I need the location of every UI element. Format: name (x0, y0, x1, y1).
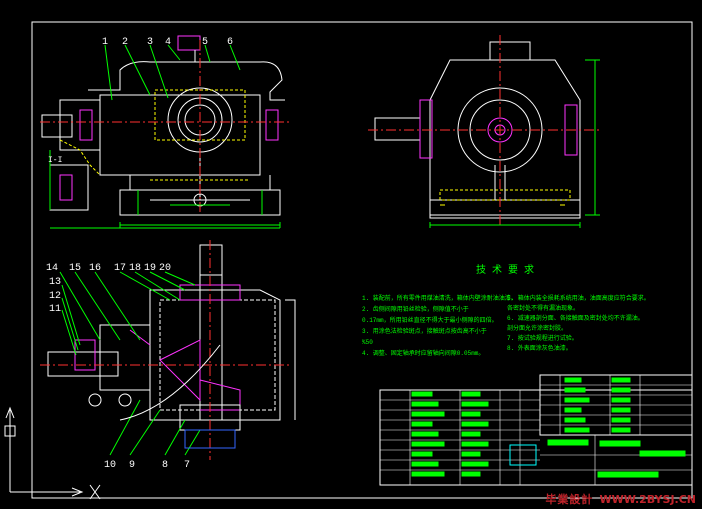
tech-line: 0.17mm，所用铅丝直径不得大于最小侧隙的四倍。 (362, 316, 498, 324)
balloon-number: 20 (159, 263, 171, 274)
title-block-cell (564, 427, 590, 433)
balloon-number: 19 (144, 263, 156, 274)
technical-requirements: 技 术 要 求 1. 装配前，所有零件用煤油清洗，箱体内壁涂耐油油漆。 2. 齿侧间… (362, 263, 650, 357)
balloon-number: 6 (227, 37, 233, 48)
title-block-cell (461, 451, 481, 457)
title-block-cell (564, 407, 582, 413)
title-block-cell (611, 417, 631, 423)
title-block-cell (564, 417, 586, 423)
balloon-number: 16 (89, 263, 101, 274)
title-block-cell (461, 471, 481, 477)
tech-line: 3. 用涂色法检验斑点，接触斑点按齿高不小于 (362, 327, 487, 335)
tech-line: 5. 箱体内装全损耗系统用油，油面高度应符合要求。 (507, 294, 650, 302)
title-block-cell (611, 407, 631, 413)
title-block-cell (461, 421, 489, 427)
title-block-cell (639, 450, 686, 457)
balloon-number: 12 (49, 291, 61, 302)
title-block-cell (411, 391, 433, 397)
balloon-number: 4 (165, 37, 171, 48)
tech-line: 6. 减速器剖分面、各接触面及密封处均不许漏油。 (507, 314, 644, 322)
balloon-number: 15 (69, 263, 81, 274)
side-view (368, 35, 600, 228)
title-block-cell (564, 377, 582, 383)
balloon-number: 2 (122, 37, 128, 48)
title-block-cell (411, 441, 445, 447)
balloon-number: 11 (49, 304, 61, 315)
balloon-number: 3 (147, 37, 153, 48)
title-block-cell (564, 387, 586, 393)
title-block-cell (509, 444, 537, 466)
title-block-cell (611, 427, 631, 433)
title-block-cell (461, 401, 489, 407)
title-block-cell (411, 461, 439, 467)
title-block-cell (461, 411, 481, 417)
watermark-cn: 毕業設計 (545, 493, 594, 506)
title-block-cell (411, 471, 445, 477)
title-block-cell (547, 439, 589, 446)
balloon-number: 10 (104, 460, 116, 471)
title-block-cell (411, 401, 439, 407)
balloon-number: 18 (129, 263, 141, 274)
title-block-cell (461, 441, 489, 447)
title-block-cell (597, 471, 659, 478)
front-view (40, 35, 292, 229)
balloon-number: 14 (46, 263, 58, 274)
tech-line: 各密封处不得有漏油现象。 (507, 304, 579, 312)
watermark-url: WWW.2BYSJ.CN (599, 492, 696, 506)
tech-line: 1. 装配前，所有零件用煤油清洗，箱体内壁涂耐油油漆。 (362, 294, 517, 302)
tech-line: %50 (362, 339, 373, 346)
balloon-number: 1 (102, 37, 108, 48)
balloon-number: 7 (184, 460, 190, 471)
title-block-cell (599, 440, 641, 447)
tech-line: 2. 齿侧间隙用铅丝检验，侧隙值不小于 (362, 305, 469, 313)
title-block-cell (411, 421, 433, 427)
tech-title: 技 术 要 求 (476, 263, 534, 277)
title-block-cell (411, 431, 439, 437)
balloon-number: 17 (114, 263, 126, 274)
title-block-cell (379, 389, 693, 486)
title-block-cell (611, 397, 631, 403)
tech-line: 4. 调整、固定轴承时应留轴向间隙0.05mm。 (362, 349, 484, 357)
title-block-cell (461, 461, 489, 467)
title-block-cell (564, 397, 590, 403)
section-label: I-I (48, 156, 62, 165)
tech-line: 7. 按试验规程进行试验。 (507, 334, 578, 342)
tech-line: 8. 外表面涂灰色油漆。 (507, 344, 572, 352)
balloon-number: 9 (129, 460, 135, 471)
title-block-cell (461, 391, 481, 397)
tech-line: 剖分面允许涂密封胶。 (507, 324, 567, 332)
title-block (379, 374, 693, 486)
plan-view (40, 240, 296, 460)
title-block-cell (411, 451, 433, 457)
title-block-cell (611, 377, 631, 383)
site-watermark: 毕業設計 WWW.2BYSJ.CN (545, 491, 696, 507)
ucs-icon (4, 406, 101, 500)
balloon-number: 13 (49, 277, 61, 288)
title-block-cell (611, 387, 631, 393)
balloon-number: 5 (202, 37, 208, 48)
title-block-cell (411, 411, 445, 417)
drawing-border (31, 21, 693, 499)
balloon-number: 8 (162, 460, 168, 471)
title-block-cell (461, 431, 481, 437)
